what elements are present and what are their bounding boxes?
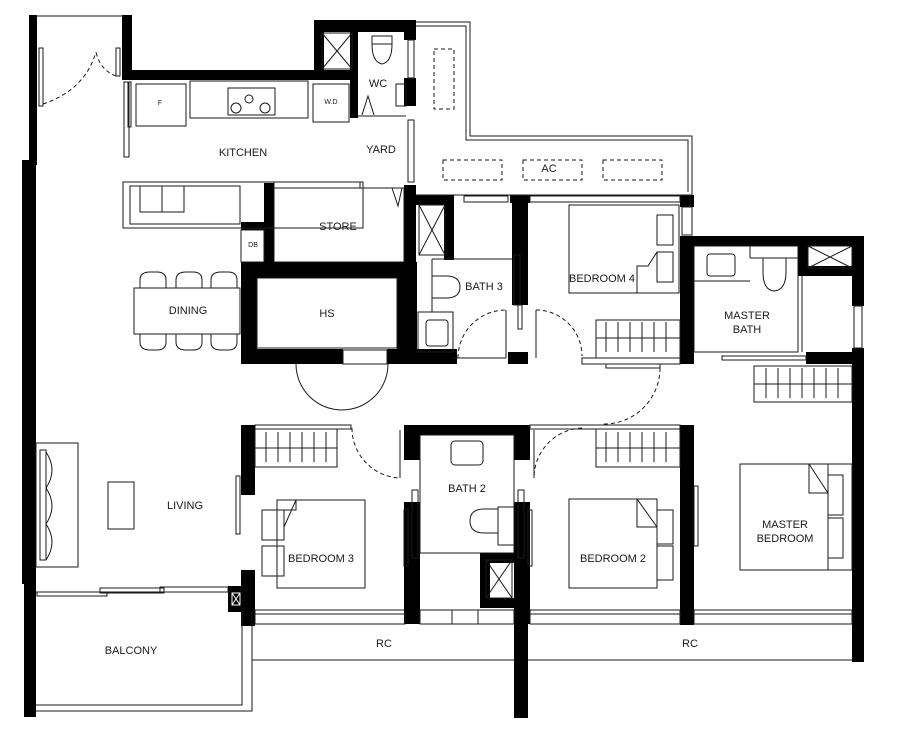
- room-label-bath2: BATH 2: [448, 483, 486, 495]
- room-label-dining: DINING: [168, 305, 208, 317]
- room-label-kitchen: KITCHEN: [218, 147, 268, 159]
- fridge-label: F: [157, 100, 163, 107]
- room-label-bedroom2: BEDROOM 2: [579, 553, 647, 565]
- room-label-master-bedroom: MASTER BEDROOM: [756, 519, 814, 545]
- room-label-bath3: BATH 3: [465, 281, 503, 293]
- room-label-living: LIVING: [166, 500, 204, 512]
- label-ac: AC: [541, 163, 557, 175]
- thin-lines: [35, 15, 863, 712]
- walls: [22, 15, 864, 718]
- room-label-bedroom3: BEDROOM 3: [287, 553, 355, 565]
- shaft-icon: [231, 592, 241, 606]
- room-label-yard: YARD: [366, 144, 396, 156]
- room-label-master-bath: MASTER BATH: [724, 310, 770, 336]
- label-rc-right: RC: [682, 638, 698, 650]
- room-label-bedroom4: BEDROOM 4: [568, 273, 636, 285]
- washer-dryer-label: W.D: [324, 99, 338, 106]
- room-label-store: STORE: [319, 221, 357, 233]
- room-label-wc: WC: [368, 78, 388, 90]
- db-label: DB: [248, 242, 258, 249]
- room-label-hs: HS: [319, 308, 335, 320]
- label-rc-left: RC: [376, 638, 392, 650]
- room-label-balcony: BALCONY: [104, 645, 158, 657]
